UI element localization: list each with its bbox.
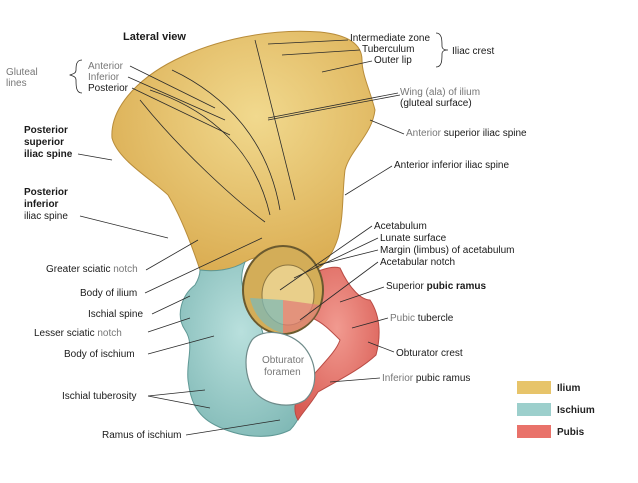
posterior-gluteal-line bbox=[139, 99, 266, 223]
inferior-gluteal-line bbox=[171, 69, 281, 211]
gluteal-brace bbox=[69, 59, 83, 94]
label-intermediate-zone: Intermediate zone bbox=[350, 33, 430, 44]
obturator-foramen bbox=[245, 331, 316, 406]
legend: Ilium Ischium Pubis bbox=[517, 381, 595, 438]
label-body-of-ilium: Body of ilium bbox=[80, 288, 137, 299]
label-superior-pubic-ramus: Superior pubic ramus bbox=[386, 281, 486, 292]
label-ischial-tuberosity: Ischial tuberosity bbox=[62, 391, 136, 402]
label-psis-2: superior bbox=[24, 137, 64, 148]
label-iliac-crest: Iliac crest bbox=[452, 46, 494, 57]
label-acetabular-notch: Acetabular notch bbox=[380, 257, 455, 268]
view-title: Lateral view bbox=[123, 31, 186, 43]
label-wing-of-ilium: Wing (ala) of ilium bbox=[400, 87, 480, 98]
label-ischial-spine: Ischial spine bbox=[88, 309, 143, 320]
label-acetabulum: Acetabulum bbox=[374, 221, 427, 232]
label-gluteal-surface: (gluteal surface) bbox=[400, 98, 472, 109]
label-psis-3: iliac spine bbox=[24, 149, 73, 160]
legend-label-ilium: Ilium bbox=[557, 383, 580, 394]
iliac-crest-brace bbox=[435, 32, 449, 68]
ilium-region bbox=[111, 30, 376, 276]
label-lunate-surface: Lunate surface bbox=[380, 233, 447, 244]
wing-vertical-line bbox=[254, 39, 296, 201]
legend-swatch-ischium bbox=[517, 403, 551, 416]
label-margin-acetabulum: Margin (limbus) of acetabulum bbox=[380, 245, 515, 256]
legend-label-ischium: Ischium bbox=[557, 405, 595, 416]
label-obturator-crest: Obturator crest bbox=[396, 348, 463, 359]
label-obturator: Obturator bbox=[262, 355, 305, 366]
label-greater-sciatic-notch: Greater sciatic notch bbox=[46, 264, 138, 275]
label-inferior-pubic-ramus: Inferior pubic ramus bbox=[382, 373, 470, 384]
anterior-gluteal-line bbox=[149, 89, 271, 216]
label-asis: Anterior superior iliac spine bbox=[406, 128, 527, 139]
label-outer-lip: Outer lip bbox=[374, 55, 412, 66]
label-lesser-sciatic-notch: Lesser sciatic notch bbox=[34, 328, 122, 339]
label-piis-2: inferior bbox=[24, 199, 59, 210]
legend-swatch-pubis bbox=[517, 425, 551, 438]
label-aiis: Anterior inferior iliac spine bbox=[394, 160, 509, 171]
label-piis-1: Posterior bbox=[24, 187, 68, 198]
acetabulum-pubis-part bbox=[283, 300, 320, 333]
label-posterior-gluteal: Posterior bbox=[88, 83, 129, 94]
legend-label-pubis: Pubis bbox=[557, 427, 585, 438]
label-gluteal-lines: lines bbox=[6, 78, 27, 89]
label-tuberculum: Tuberculum bbox=[362, 44, 414, 55]
label-pubic-tubercle: Pubic tubercle bbox=[390, 313, 454, 324]
label-gluteal: Gluteal bbox=[6, 67, 38, 78]
label-body-of-ischium: Body of ischium bbox=[64, 349, 135, 360]
label-ramus-of-ischium: Ramus of ischium bbox=[102, 430, 181, 441]
legend-swatch-ilium bbox=[517, 381, 551, 394]
label-anterior-gluteal: Anterior bbox=[88, 61, 124, 72]
acetabulum-ischium-part bbox=[250, 298, 283, 333]
wing-horizontal-line bbox=[267, 94, 401, 121]
label-psis-1: Posterior bbox=[24, 125, 68, 136]
label-foramen: foramen bbox=[264, 367, 301, 378]
label-inferior-gluteal: Inferior bbox=[88, 72, 120, 83]
label-piis-3: iliac spine bbox=[24, 211, 68, 222]
